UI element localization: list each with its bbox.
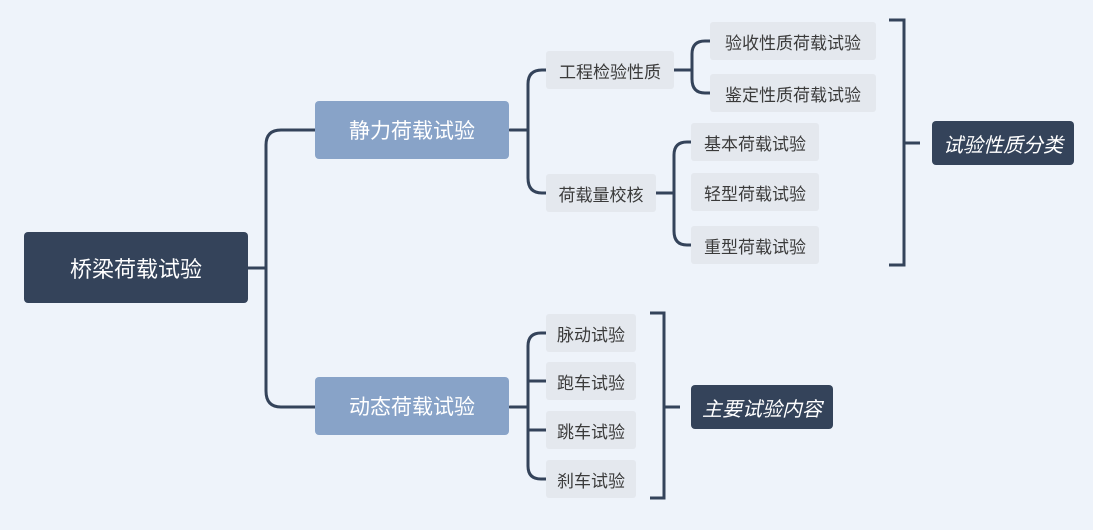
node-basic-load-test[interactable]: 基本荷载试验 — [691, 123, 819, 161]
connector-dynamic — [508, 331, 548, 481]
node-light-load-test[interactable]: 轻型荷载试验 — [691, 173, 819, 211]
node-load-check[interactable]: 荷载量校核 — [546, 174, 656, 212]
node-jumping-vehicle-test[interactable]: 跳车试验 — [546, 411, 636, 449]
connector-root — [246, 128, 317, 409]
connector-static — [508, 68, 548, 195]
connector-loadcheck — [654, 140, 693, 247]
root-node[interactable]: 桥梁荷载试验 — [24, 232, 248, 303]
node-ambient-vibration-test[interactable]: 脉动试验 — [546, 314, 636, 352]
node-acceptance-test[interactable]: 验收性质荷载试验 — [710, 22, 876, 60]
connector-engineering — [672, 39, 712, 95]
node-appraisal-test[interactable]: 鉴定性质荷载试验 — [710, 74, 876, 112]
branch-dynamic-load-test[interactable]: 动态荷载试验 — [315, 377, 509, 435]
node-running-vehicle-test[interactable]: 跑车试验 — [546, 362, 636, 400]
node-heavy-load-test[interactable]: 重型荷载试验 — [691, 226, 819, 264]
node-engineering-inspection[interactable]: 工程检验性质 — [546, 51, 674, 89]
summary-bracket-dynamic — [650, 311, 680, 500]
summary-bracket-static — [889, 18, 920, 267]
branch-static-load-test[interactable]: 静力荷载试验 — [315, 101, 509, 159]
summary-main-test-content[interactable]: 主要试验内容 — [691, 385, 833, 429]
summary-test-nature-classification[interactable]: 试验性质分类 — [932, 121, 1074, 165]
node-braking-test[interactable]: 刹车试验 — [546, 460, 636, 498]
